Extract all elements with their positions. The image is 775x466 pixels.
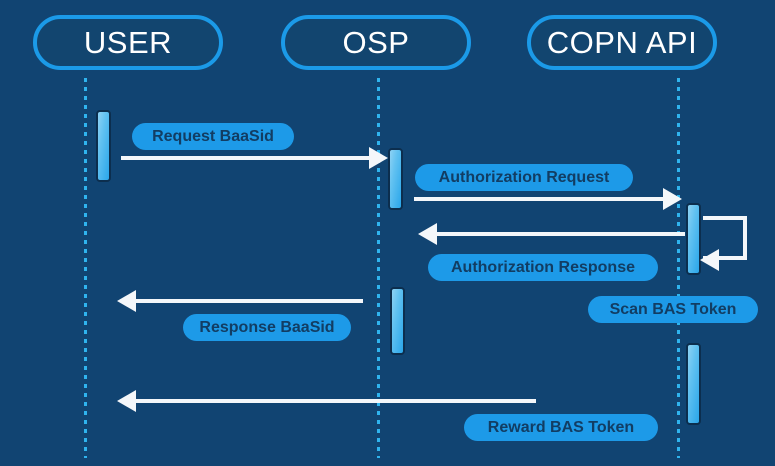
message-label-text-response-baasid: Response BaaSid xyxy=(199,318,335,336)
arrow-head-scan-bas-token xyxy=(700,249,719,271)
lifeline-user xyxy=(84,78,87,458)
message-line-authorization-response xyxy=(437,232,685,236)
message-label-scan-bas-token[interactable]: Scan BAS Token xyxy=(588,296,758,323)
message-selfloop-scan-bas-token xyxy=(703,216,747,260)
arrow-head-reward-bas-token xyxy=(117,390,136,412)
lifeline-osp xyxy=(377,78,380,458)
activation-bar-copn-api-1 xyxy=(686,203,701,275)
message-label-authorization-response[interactable]: Authorization Response xyxy=(428,254,658,281)
arrow-head-request-baasid xyxy=(369,147,388,169)
actor-label-user: USER xyxy=(83,25,173,60)
message-label-response-baasid[interactable]: Response BaaSid xyxy=(183,314,351,341)
activation-bar-osp-2 xyxy=(390,287,405,355)
message-label-text-authorization-request: Authorization Request xyxy=(438,168,610,186)
message-line-response-baasid xyxy=(136,299,363,303)
activation-bar-user-1 xyxy=(96,110,111,182)
arrow-head-response-baasid xyxy=(117,290,136,312)
message-label-authorization-request[interactable]: Authorization Request xyxy=(415,164,633,191)
activation-bar-osp-1 xyxy=(388,148,403,210)
lifeline-copn-api xyxy=(677,78,680,458)
message-line-request-baasid xyxy=(121,156,369,160)
message-label-request-baasid[interactable]: Request BaaSid xyxy=(132,123,294,150)
message-label-text-request-baasid: Request BaaSid xyxy=(152,127,274,145)
actor-box-osp[interactable]: OSP xyxy=(281,15,471,70)
actor-label-copn-api: COPN API xyxy=(546,25,698,60)
actor-label-osp: OSP xyxy=(342,25,410,60)
message-label-text-scan-bas-token: Scan BAS Token xyxy=(609,300,737,318)
arrow-head-authorization-response xyxy=(418,223,437,245)
message-label-text-reward-bas-token: Reward BAS Token xyxy=(487,418,635,436)
message-label-reward-bas-token[interactable]: Reward BAS Token xyxy=(464,414,658,441)
activation-bar-copn-api-2 xyxy=(686,343,701,425)
actor-box-copn-api[interactable]: COPN API xyxy=(527,15,717,70)
actor-box-user[interactable]: USER xyxy=(33,15,223,70)
arrow-head-authorization-request xyxy=(663,188,682,210)
message-line-authorization-request xyxy=(414,197,663,201)
message-line-reward-bas-token xyxy=(136,399,536,403)
message-label-text-authorization-response: Authorization Response xyxy=(450,258,635,276)
